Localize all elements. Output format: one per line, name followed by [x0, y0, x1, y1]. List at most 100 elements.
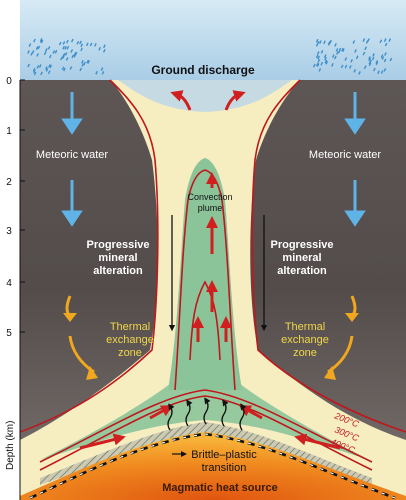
depth-axis-label: Depth (km): [5, 421, 16, 470]
rain-drop: [65, 57, 69, 61]
rain-drop: [62, 52, 66, 57]
thermal-left-line-1: Thermal: [110, 321, 150, 333]
rain-drop: [40, 39, 43, 43]
prog-left-line-2: mineral: [98, 252, 137, 264]
rain-drop: [315, 62, 319, 67]
magma-boundary-white: [29, 433, 396, 499]
rain-drop: [315, 54, 319, 59]
rain-drop: [379, 39, 383, 44]
rain-drop: [35, 46, 39, 50]
rain-drop: [341, 47, 344, 52]
thermal-right-line-3: zone: [293, 347, 317, 359]
rain-drop: [328, 42, 331, 46]
rain-drop: [102, 49, 106, 53]
rain-drop: [70, 38, 74, 43]
rain-drop: [338, 47, 342, 52]
rain-drop: [66, 39, 69, 44]
rain-drop: [377, 70, 380, 75]
rain-drop: [320, 61, 324, 66]
discharge-basin: [118, 80, 292, 112]
rain-drop: [334, 43, 337, 47]
rain-drop: [352, 40, 356, 44]
prog-left-line-1: Progressive: [87, 239, 150, 251]
rain-drop: [33, 38, 36, 43]
isotherm-lines: [19, 79, 406, 471]
convection-line-2: plume: [198, 203, 223, 213]
rain-drop: [368, 56, 371, 60]
rain-drop: [36, 65, 40, 69]
rain-drop: [320, 50, 324, 54]
rain-drop: [73, 53, 77, 58]
rain-drop: [344, 64, 348, 69]
rain-drop: [100, 67, 104, 71]
thermal-left-line-3: zone: [118, 347, 142, 359]
rain-drop: [49, 64, 53, 69]
prog-left-line-3: alteration: [93, 265, 143, 277]
rain-drop: [47, 46, 51, 50]
green-fan: [40, 380, 370, 460]
rain-drop: [383, 58, 387, 63]
rain-drop: [383, 68, 387, 72]
rain-drop: [52, 50, 56, 54]
rain-drop: [70, 49, 74, 53]
rain-drop: [48, 64, 51, 68]
rain-drop: [103, 44, 106, 49]
rain-right-icon: [312, 38, 393, 75]
rain-drop: [89, 42, 93, 47]
rain-drop: [312, 63, 316, 68]
rain-drop: [362, 38, 366, 42]
rain-drop: [62, 45, 65, 50]
rain-drop: [80, 47, 83, 52]
rain-drop: [331, 54, 335, 58]
prog-right-line-1: Progressive: [271, 239, 334, 251]
rain-drop: [364, 46, 367, 51]
rain-drop: [380, 70, 384, 74]
rain-drop: [69, 66, 73, 70]
convection-arrows: [79, 90, 341, 450]
depth-tick-label: 1: [6, 126, 12, 137]
rain-drop: [27, 63, 30, 68]
prog-right-line-3: alteration: [277, 265, 327, 277]
rain-drop: [355, 55, 359, 60]
rain-drop: [323, 40, 326, 45]
brittle-line-1: Brittle–plastic: [191, 449, 257, 461]
thermal-right-line-2: exchange: [281, 334, 329, 346]
rain-drop: [333, 55, 337, 60]
rain-drop: [81, 60, 84, 64]
rain-drop: [344, 57, 348, 61]
depth-tick-label: 0: [6, 76, 12, 87]
rain-drop: [316, 40, 320, 45]
rain-drop: [79, 40, 82, 45]
rain-drop: [371, 56, 375, 61]
rain-drop: [368, 60, 372, 65]
rain-drop: [32, 67, 36, 72]
rain-drop: [362, 51, 366, 56]
rain-drop: [383, 38, 387, 42]
rain-drop: [388, 38, 392, 42]
meteoric-water-right-label: Meteoric water: [309, 149, 381, 161]
rain-drop: [64, 52, 68, 56]
rain-drop: [354, 49, 357, 53]
rain-drop: [325, 60, 329, 65]
meteoric-water-left-label: Meteoric water: [36, 149, 108, 161]
rain-drop: [372, 53, 375, 57]
thermal-exchange-left: Thermal exchange zone: [106, 321, 154, 359]
rain-drop: [27, 50, 30, 54]
rain-drop: [373, 67, 376, 72]
rain-drop: [28, 43, 32, 47]
rain-drop: [63, 67, 66, 72]
rain-drop: [368, 62, 372, 67]
rain-drop: [348, 65, 352, 69]
rain-drop: [32, 69, 36, 74]
rain-drop: [381, 56, 385, 60]
rain-drop: [86, 59, 90, 64]
progressive-alteration-right: Progressive mineral alteration: [271, 239, 334, 277]
recharge-arrows: [168, 215, 268, 332]
rain-drop: [85, 42, 89, 47]
rain-drop: [317, 55, 320, 60]
rain-drop: [101, 71, 105, 75]
rain-drop: [324, 56, 327, 61]
rain-drop: [80, 43, 84, 48]
